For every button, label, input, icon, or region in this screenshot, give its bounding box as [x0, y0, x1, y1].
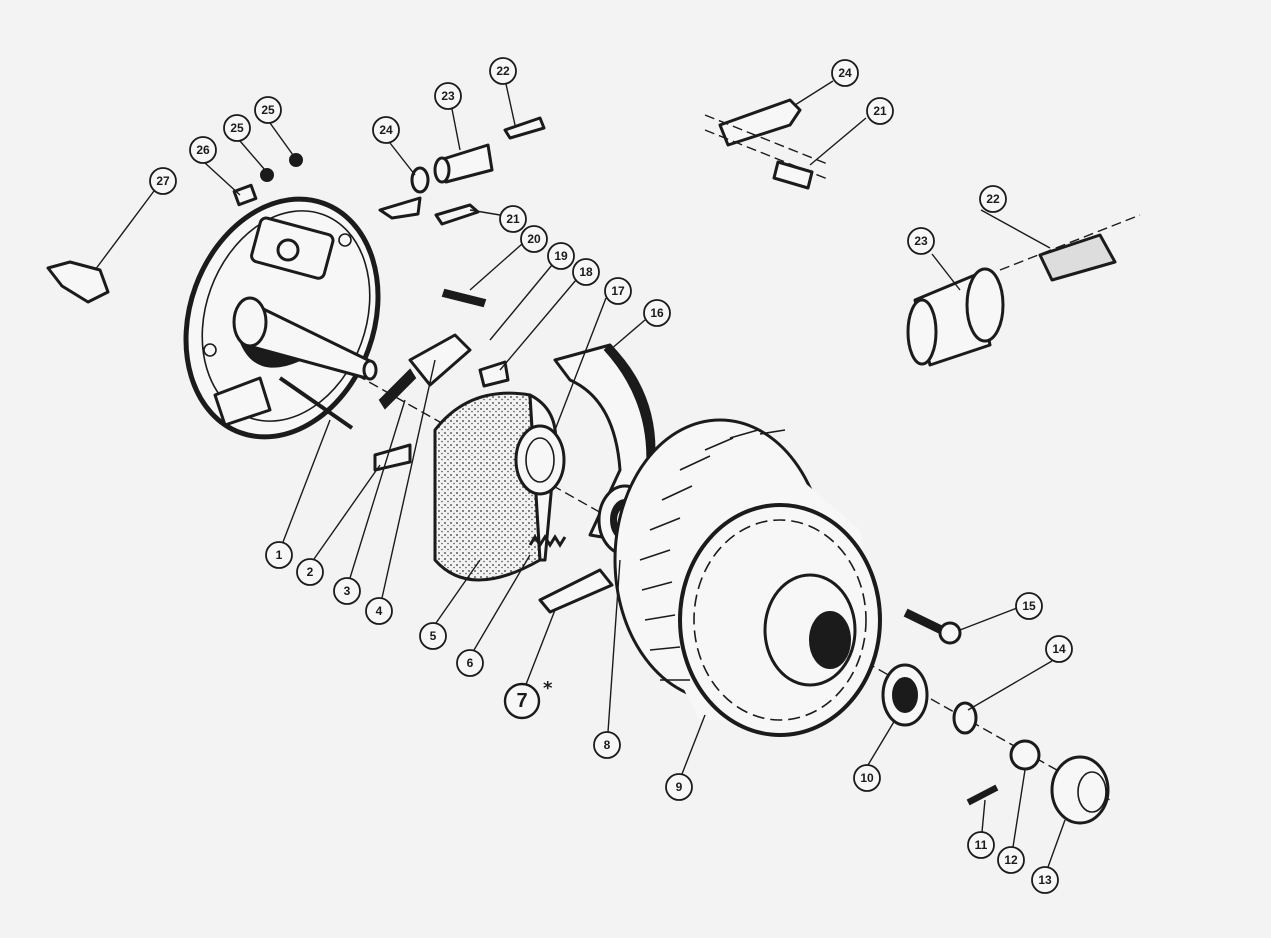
svg-text:8: 8 — [604, 738, 611, 752]
svg-text:25: 25 — [230, 121, 244, 135]
callout-inset-24: 24 — [831, 59, 859, 87]
adjuster-parts — [373, 116, 546, 472]
callout-9: 9 — [665, 773, 693, 801]
callout-5: 5 — [419, 622, 447, 650]
callout-24: 24 — [372, 116, 400, 144]
callout-17: 17 — [604, 277, 632, 305]
svg-text:27: 27 — [156, 174, 170, 188]
callout-26: 26 — [189, 136, 217, 164]
svg-text:23: 23 — [914, 234, 928, 248]
svg-text:7: 7 — [516, 690, 527, 712]
svg-text:21: 21 — [873, 104, 887, 118]
brake-drum — [613, 418, 882, 737]
svg-text:4: 4 — [376, 604, 383, 618]
svg-text:22: 22 — [496, 64, 510, 78]
wheel-bolt — [903, 608, 962, 645]
asterisk-note: * — [543, 678, 553, 699]
svg-text:14: 14 — [1052, 642, 1066, 656]
callout-1: 1 — [265, 541, 293, 569]
svg-text:15: 15 — [1022, 599, 1036, 613]
callout-14: 14 — [1045, 635, 1073, 663]
parts-25-26 — [232, 153, 303, 207]
svg-text:21: 21 — [506, 212, 520, 226]
callout-3: 3 — [333, 577, 361, 605]
spring-and-clip — [528, 534, 614, 614]
callout-25-second: 25 — [254, 96, 282, 124]
svg-text:5: 5 — [430, 629, 437, 643]
svg-text:13: 13 — [1038, 873, 1052, 887]
svg-text:11: 11 — [975, 838, 988, 852]
callout-inset-21: 21 — [866, 97, 894, 125]
callout-11: 11 — [967, 831, 995, 859]
callout-4: 4 — [365, 597, 393, 625]
svg-text:17: 17 — [611, 284, 625, 298]
outer-bearing — [881, 663, 929, 727]
callout-13: 13 — [1031, 866, 1059, 894]
svg-text:22: 22 — [986, 192, 1000, 206]
callout-21: 21 — [499, 205, 527, 233]
callout-15: 15 — [1015, 592, 1043, 620]
callout-16: 16 — [643, 299, 671, 327]
inset-parts — [704, 98, 1141, 367]
svg-text:25: 25 — [261, 103, 275, 117]
callout-8: 8 — [593, 731, 621, 759]
callout-12: 12 — [997, 846, 1025, 874]
svg-text:26: 26 — [196, 143, 210, 157]
callout-22: 22 — [489, 57, 517, 85]
callout-7: 7 — [503, 682, 541, 720]
callout-19: 19 — [547, 242, 575, 270]
stub-axle — [232, 296, 378, 430]
part-27-clip — [46, 260, 110, 304]
svg-text:9: 9 — [676, 780, 683, 794]
svg-text:2: 2 — [307, 565, 314, 579]
callout-inset-22: 22 — [979, 185, 1007, 213]
hub-hardware — [952, 701, 1110, 825]
svg-text:1: 1 — [276, 548, 283, 562]
callout-2: 2 — [296, 558, 324, 586]
oil-seal — [514, 424, 566, 496]
svg-text:24: 24 — [838, 66, 852, 80]
svg-text:24: 24 — [379, 123, 393, 137]
callout-6: 6 — [456, 649, 484, 677]
svg-text:16: 16 — [650, 306, 664, 320]
svg-text:12: 12 — [1004, 853, 1018, 867]
callout-23: 23 — [434, 82, 462, 110]
callout-20: 20 — [520, 225, 548, 253]
svg-text:10: 10 — [860, 771, 874, 785]
callout-27: 27 — [149, 167, 177, 195]
svg-text:19: 19 — [554, 249, 568, 263]
svg-text:6: 6 — [467, 656, 474, 670]
svg-text:3: 3 — [344, 584, 351, 598]
svg-text:20: 20 — [527, 232, 541, 246]
callout-25: 25 — [223, 114, 251, 142]
svg-text:23: 23 — [441, 89, 455, 103]
leader-lines — [94, 80, 1066, 868]
svg-text:18: 18 — [579, 265, 593, 279]
callout-inset-23: 23 — [907, 227, 935, 255]
drum-cooling-fins — [639, 429, 786, 681]
callout-18: 18 — [572, 258, 600, 286]
callout-10: 10 — [853, 764, 881, 792]
